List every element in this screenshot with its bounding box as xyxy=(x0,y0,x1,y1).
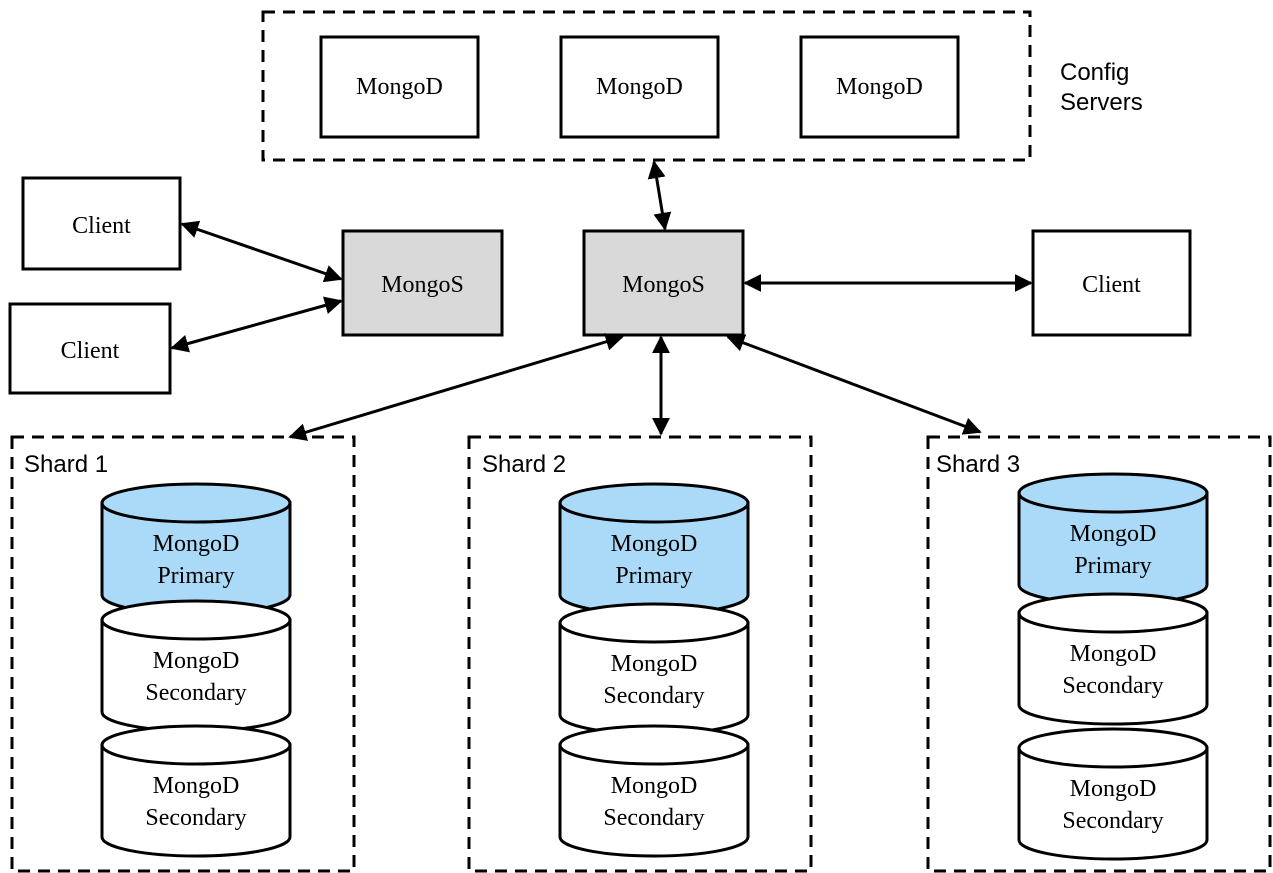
config-server-1-label: MongoD xyxy=(356,74,443,100)
mongos-router-left: MongoS xyxy=(341,229,504,337)
mongos-router-center: MongoS xyxy=(582,229,745,337)
shard-1-node-3-secondary-cylinder: MongoD Secondary xyxy=(100,724,292,858)
shard-2-node-1-name: MongoD xyxy=(611,531,698,557)
shard-3-node-1-primary-cylinder: MongoD Primary xyxy=(1017,472,1209,606)
client-top-left: Client xyxy=(21,176,182,271)
shard-1-node-2-role: Secondary xyxy=(145,680,246,706)
config-server-1: MongoD xyxy=(319,35,480,139)
shard-2-node-3-name: MongoD xyxy=(611,773,698,799)
shard-3-node-1-role: Primary xyxy=(1074,553,1151,579)
config-server-2: MongoD xyxy=(559,35,720,139)
arrow-mongos-shard3 xyxy=(726,334,982,435)
shard-2-title: Shard 2 xyxy=(482,451,566,478)
shard-2-group xyxy=(467,435,813,873)
shard-3-node-1-name: MongoD xyxy=(1070,521,1157,547)
arrow-client-bottom-left-mongos xyxy=(170,296,343,353)
shard-1-node-1-role: Primary xyxy=(157,563,234,589)
arrow-client-top-left-mongos xyxy=(180,220,343,283)
client-right-label: Client xyxy=(1082,272,1141,298)
shard-3-node-2-secondary-cylinder: MongoD Secondary xyxy=(1017,592,1209,726)
arrow-config-mongos xyxy=(647,160,672,231)
mongos-center-label: MongoS xyxy=(622,272,705,298)
client-top-left-label: Client xyxy=(72,213,131,239)
shard-2-node-1-primary-cylinder: MongoD Primary xyxy=(558,482,750,616)
shard-3-title: Shard 3 xyxy=(936,451,1020,478)
shard-3-node-2-name: MongoD xyxy=(1070,641,1157,667)
mongos-left-label: MongoS xyxy=(381,272,464,298)
config-label-line2: Servers xyxy=(1060,89,1143,116)
shard-2-node-2-role: Secondary xyxy=(603,683,704,709)
shard-1-node-2-name: MongoD xyxy=(153,648,240,674)
client-bottom-left: Client xyxy=(8,302,172,395)
shard-nodes: MongoDPrimaryMongoDSecondaryMongoDSecond… xyxy=(100,472,1209,861)
shard-3-node-2-role: Secondary xyxy=(1062,673,1163,699)
config-server-3-label: MongoD xyxy=(836,74,923,100)
shard-2-node-2-secondary-cylinder: MongoD Secondary xyxy=(558,602,750,736)
shard-1-title: Shard 1 xyxy=(24,451,108,478)
shard-2-node-2-name: MongoD xyxy=(611,651,698,677)
config-server-2-label: MongoD xyxy=(596,74,683,100)
shard-2-node-1-role: Primary xyxy=(615,563,692,589)
shard-3-node-3-name: MongoD xyxy=(1070,776,1157,802)
arrow-mongos-shard1 xyxy=(288,333,624,441)
config-server-3: MongoD xyxy=(799,35,960,139)
shard-1-node-1-name: MongoD xyxy=(153,531,240,557)
shard-2-node-3-secondary-cylinder: MongoD Secondary xyxy=(558,724,750,858)
shard-2-node-3-role: Secondary xyxy=(603,805,704,831)
shard-1-node-3-name: MongoD xyxy=(153,773,240,799)
config-servers-group xyxy=(261,10,1032,162)
client-bottom-left-label: Client xyxy=(61,338,120,364)
shard-1-node-2-secondary-cylinder: MongoD Secondary xyxy=(100,599,292,733)
shard-3-node-3-secondary-cylinder: MongoD Secondary xyxy=(1017,727,1209,861)
config-label-line1: Config xyxy=(1060,59,1129,86)
client-right: Client xyxy=(1031,229,1192,337)
shard-1-node-1-primary-cylinder: MongoD Primary xyxy=(100,482,292,616)
shard-3-node-3-role: Secondary xyxy=(1062,808,1163,834)
shard-1-node-3-role: Secondary xyxy=(145,805,246,831)
shard-1-group xyxy=(10,435,356,873)
shard-3-group xyxy=(926,435,1272,873)
